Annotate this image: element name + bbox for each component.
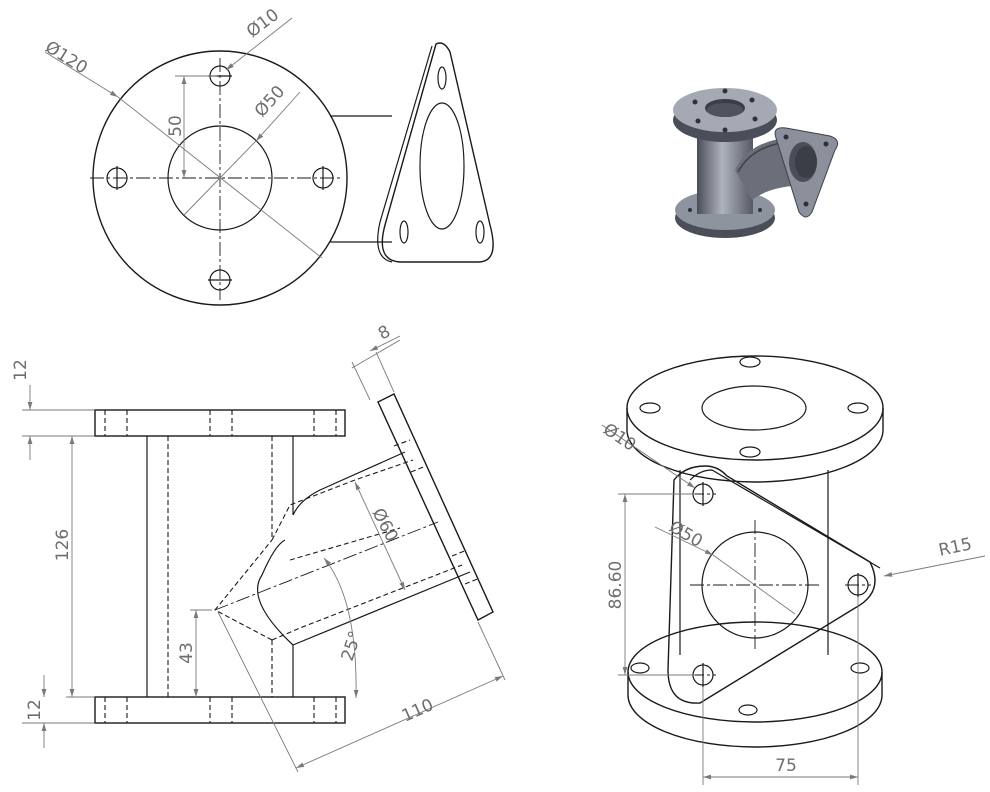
- triangle-flange-side: [381, 42, 494, 263]
- dim-iso-horizontal-spacing: 75: [775, 756, 797, 776]
- dim-hole-diameter: Ø10: [243, 5, 283, 42]
- dim-flange-bottom: 12: [25, 699, 45, 721]
- dim-branch-bore: Ø60: [368, 505, 402, 545]
- dim-branch-flange-thickness: 8: [375, 322, 394, 345]
- isometric-line-view: Ø10 Ø50 R15 86.60 75: [599, 355, 986, 785]
- side-view: 12 126 12 43 8 Ø60 25° 110: [11, 322, 506, 773]
- dim-iso-corner-radius: R15: [937, 534, 974, 561]
- front-view: Ø120 Ø10 Ø50 50: [41, 5, 494, 306]
- dim-bore-diameter: Ø50: [251, 82, 289, 121]
- triangle-flange-front: [667, 465, 876, 704]
- dim-branch-height: 43: [177, 642, 197, 664]
- dim-branch-length: 110: [399, 695, 437, 726]
- dim-pipe-length: 126: [53, 529, 73, 561]
- dim-bolt-radius: 50: [166, 115, 186, 137]
- dim-iso-vertical-spacing: 86.60: [606, 561, 626, 610]
- isometric-render: [673, 88, 839, 238]
- dim-outer-diameter: Ø120: [41, 37, 90, 78]
- dim-flange-top: 12: [11, 359, 31, 381]
- dim-branch-angle: 25°: [338, 629, 366, 664]
